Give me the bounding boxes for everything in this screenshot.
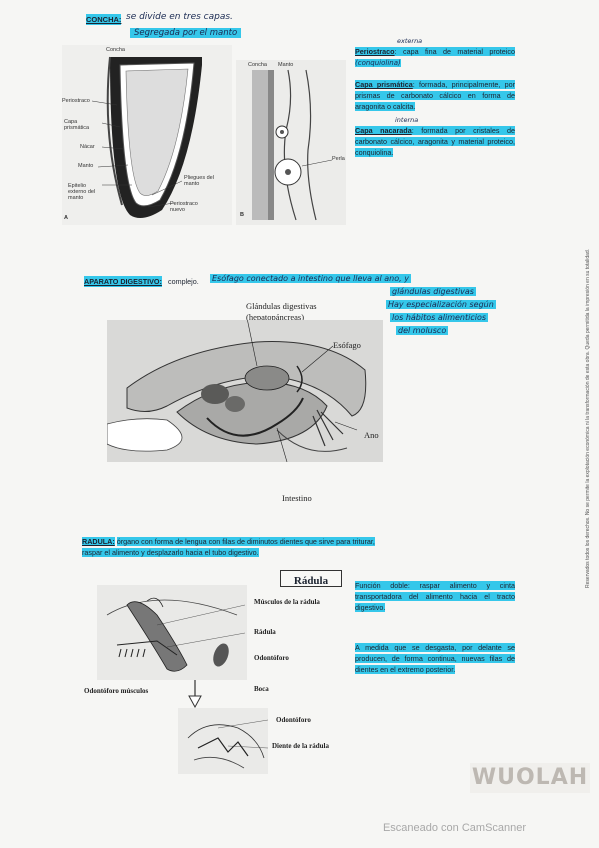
label-epitelio: Epitelio externo del manto	[68, 183, 96, 201]
label-odontoforo: Odontóforo	[254, 654, 289, 662]
radula-title: RADULA:	[82, 537, 115, 546]
digestivo-hand-line-3: Hay especialización según	[386, 300, 496, 309]
label-boca: Boca	[254, 685, 269, 693]
shell-drawing-b	[252, 69, 333, 221]
label-capa-prismatica: Capa prismática	[64, 119, 90, 131]
label-musculos-radula: Músculos de la rádula	[254, 598, 320, 606]
note-periostraco-term: Periostraco	[355, 47, 395, 56]
concha-hand-note-2: Segregada por el manto	[130, 28, 242, 38]
label-ano: Ano	[364, 430, 379, 440]
note-prismatica-term: Capa prismática	[355, 80, 413, 89]
concha-hand-note-1: se divide en tres capas.	[126, 12, 233, 22]
digestivo-hand-line-4: los hábitos alimenticios	[390, 313, 489, 322]
label-nacar: Nácar	[80, 144, 95, 150]
label-fig-b: B	[240, 212, 244, 218]
side-copyright-text: Reservados todos los derechos. No se per…	[585, 248, 591, 588]
radula-note-1: Función doble: raspar alimento y cinta t…	[355, 581, 515, 612]
label-pliegues: Pliegues del manto	[184, 175, 214, 187]
radula-text-2: raspar el alimento y desplazarlo hacia e…	[82, 548, 259, 557]
digestivo-hand-line-1: Esófago conectado a intestino que lleva …	[210, 274, 411, 283]
down-arrow-icon	[188, 680, 202, 708]
label-periostraco-nuevo: Periostraco nuevo	[170, 201, 198, 213]
label-perla: Perla	[332, 156, 345, 162]
radula-heading: RADULA: órgano con forma de lengua con f…	[82, 536, 542, 558]
radula-detail-drawing	[187, 719, 269, 769]
note-capa-nacarada: interna Capa nacarada: formada por crist…	[355, 116, 515, 158]
radula-diagram	[97, 585, 247, 680]
label-glandulas: Glándulas digestivas	[246, 301, 317, 311]
digestivo-intro: complejo.	[168, 277, 199, 286]
digestivo-heading: APARATO DIGESTIVO: complejo. Esófago con…	[84, 274, 574, 344]
radula-detail-diagram	[178, 708, 269, 774]
label-manto-b: Manto	[278, 62, 294, 68]
concha-title: CONCHA:	[86, 14, 122, 25]
note-periostraco-hand-above: externa	[397, 37, 423, 45]
radula-box-title: Rádula	[280, 570, 342, 587]
digestivo-hand-line-5: del molusco	[396, 326, 449, 335]
label-manto: Manto	[78, 163, 94, 169]
label-diente-radula: Diente de la rádula	[272, 742, 329, 750]
note-periostraco-text: : capa fina de material proteico	[394, 47, 515, 56]
label-intestino: Intestino	[282, 493, 312, 503]
digestivo-title: APARATO DIGESTIVO:	[84, 276, 162, 287]
label-fig-a: A	[64, 215, 68, 221]
digestive-drawing	[106, 317, 367, 463]
concha-heading: CONCHA: se divide en tres capas. Segrega…	[86, 12, 286, 48]
label-radula: Rádula	[254, 628, 276, 636]
label-odontoforo-musculos: Odontóforo músculos	[84, 687, 149, 695]
label-hepatopancreas: (hepatopáncreas)	[246, 312, 305, 322]
radula-note-2: A medida que se desgasta, por delante se…	[355, 643, 515, 674]
note-periostraco: externa Periostraco: capa fina de materi…	[355, 37, 515, 69]
note-periostraco-hand: (conquiolina)	[355, 59, 401, 67]
label-periostraco: Periostraco	[62, 98, 90, 104]
note-nacarada-hand-above: interna	[395, 116, 419, 124]
shell-drawing-a	[91, 56, 202, 219]
shell-diagram-a: Concha Periostraco Capa prismática Nácar…	[62, 45, 232, 225]
label-esofago: Esófago	[333, 340, 361, 350]
note-nacarada-term: Capa nacarada	[355, 126, 412, 135]
shell-diagram-b: Concha Manto Perla B	[236, 60, 346, 225]
label-concha-b: Concha	[248, 62, 267, 68]
concha-notes: externa Periostraco: capa fina de materi…	[355, 37, 515, 158]
digestive-system-diagram	[106, 317, 383, 463]
radula-drawing	[106, 597, 246, 672]
label-odontoforo-detail: Odontóforo	[276, 716, 311, 724]
wuolah-watermark: WUOLAH	[470, 763, 590, 793]
note-capa-prismatica: Capa prismática: formada, principalmente…	[355, 79, 515, 112]
label-concha-a: Concha	[106, 47, 125, 53]
camscanner-footer: Escaneado con CamScanner	[382, 822, 527, 834]
radula-text-1: órgano con forma de lengua con filas de …	[116, 537, 375, 546]
digestivo-hand-line-2: glándulas digestivas	[390, 287, 476, 296]
